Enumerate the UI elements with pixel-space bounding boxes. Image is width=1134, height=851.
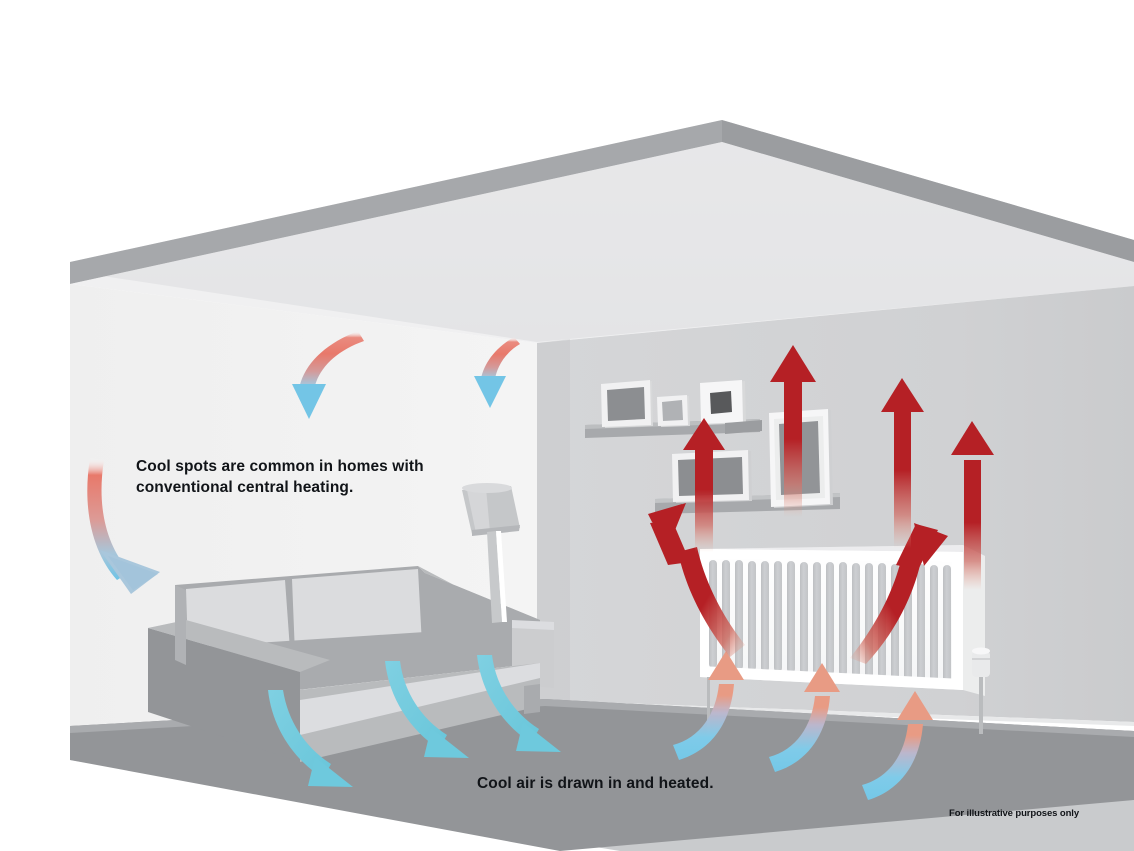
floor-corner-bottomleft bbox=[0, 760, 70, 851]
ceiling-soffit bbox=[70, 142, 1134, 343]
ceiling-edge-left bbox=[70, 120, 722, 284]
sofa bbox=[148, 566, 554, 762]
sofa-back-cushion-right bbox=[292, 569, 422, 654]
upper-shelf-block bbox=[725, 420, 762, 434]
arrow-radiator-intake-2 bbox=[769, 663, 840, 772]
arrow-wall-descend-far-left bbox=[87, 458, 160, 594]
picture-frame-1 bbox=[601, 380, 653, 428]
sofa-arm-left-inner bbox=[175, 585, 186, 665]
lamp-shade-bottom bbox=[472, 525, 520, 536]
radiator-valve bbox=[972, 647, 990, 677]
radiator-pipe-right bbox=[979, 672, 983, 734]
sofa-arm-right-outer-top bbox=[512, 620, 554, 630]
label-cool-air: Cool air is drawn in and heated. bbox=[477, 775, 714, 792]
arrow-sofa-draft-1 bbox=[268, 690, 353, 787]
arrow-radiator-rise-right bbox=[850, 523, 948, 664]
sofa-leg-right bbox=[524, 684, 540, 714]
floor-lamp bbox=[462, 483, 520, 623]
lamp-stem bbox=[487, 531, 502, 623]
arrow-sofa-draft-3 bbox=[477, 655, 561, 752]
sofa-arm-left-top bbox=[148, 620, 330, 672]
skirting-board-top-line bbox=[537, 700, 1134, 726]
arrow-radiator-plume-4 bbox=[951, 421, 994, 590]
arrow-radiator-plume-1 bbox=[683, 418, 725, 552]
room-shell bbox=[0, 120, 1134, 851]
arrow-sofa-draft-2 bbox=[385, 661, 469, 758]
arrow-ceiling-descend-left bbox=[292, 331, 364, 419]
sofa-base-front-light bbox=[300, 663, 540, 735]
lamp-shade-highlight bbox=[467, 488, 490, 533]
lamp-stem-highlight bbox=[496, 531, 507, 622]
wall-corner-shadow bbox=[537, 339, 570, 714]
label-disclaimer: For illustrative purposes only bbox=[949, 808, 1080, 819]
picture-frame-3 bbox=[700, 380, 746, 425]
arrow-radiator-plume-3 bbox=[881, 378, 924, 548]
radiator-frame-top bbox=[700, 549, 963, 562]
radiator-frame-bottom bbox=[700, 666, 963, 690]
arrow-radiator-intake-1 bbox=[673, 651, 744, 760]
arrow-radiator-plume-2 bbox=[770, 345, 816, 517]
lamp-shade-top bbox=[462, 483, 512, 493]
radiator-leg-left bbox=[707, 677, 710, 739]
picture-frame-2 bbox=[657, 395, 690, 427]
arrow-ceiling-descend-right bbox=[474, 337, 520, 408]
sofa-arm-right-face bbox=[425, 573, 540, 663]
floor-corner-bottomright bbox=[900, 800, 1134, 851]
label-cool-spots: Cool spots are common in homes with conv… bbox=[136, 458, 424, 496]
arrow-radiator-rise-left bbox=[648, 503, 745, 657]
arrow-radiator-intake-3 bbox=[862, 691, 933, 800]
radiator-frame-right bbox=[952, 552, 963, 690]
ceiling-edge-right bbox=[722, 120, 1134, 262]
